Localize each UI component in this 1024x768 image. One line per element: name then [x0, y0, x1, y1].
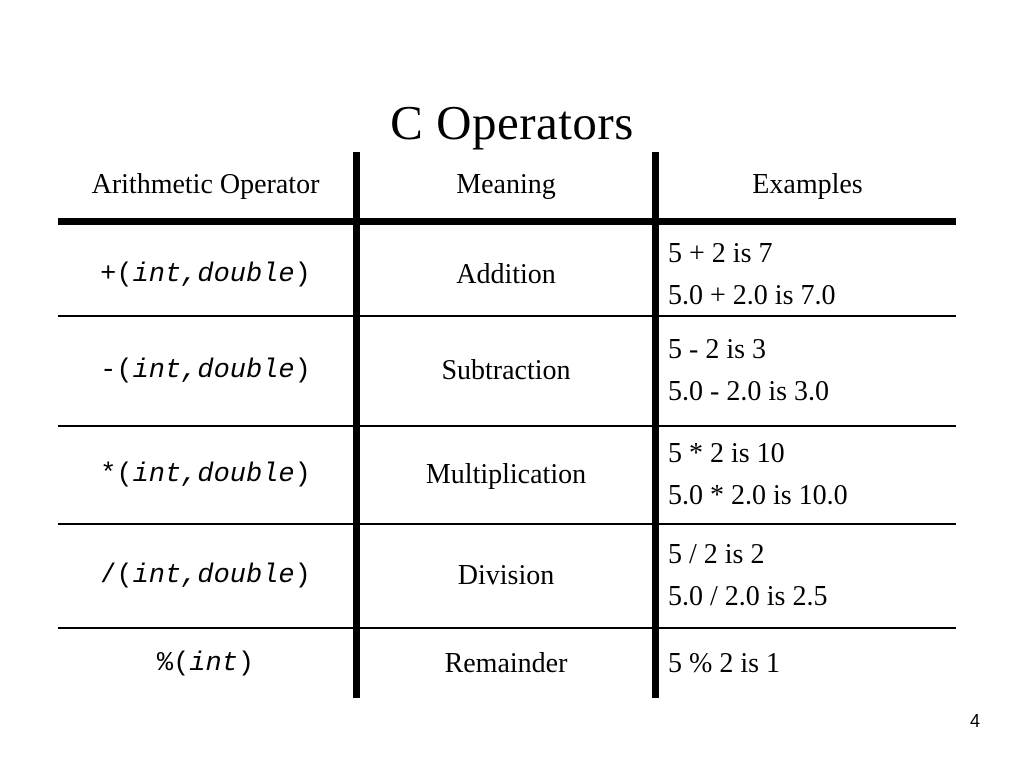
operator-types: int,double	[132, 356, 295, 386]
header-divider-rule	[58, 218, 956, 225]
table-row: -(int,double) Subtraction 5 - 2 is 3 5.0…	[58, 317, 956, 425]
cell-examples: 5 / 2 is 2 5.0 / 2.0 is 2.5	[659, 525, 956, 627]
operator-symbol: /(	[100, 561, 133, 591]
example-line-2: 5.0 + 2.0 is 7.0	[668, 280, 836, 311]
operator-types: int,double	[132, 460, 295, 490]
cell-operator: +(int,double)	[58, 225, 353, 325]
cell-examples: 5 - 2 is 3 5.0 - 2.0 is 3.0	[659, 317, 956, 425]
cell-meaning: Addition	[456, 259, 556, 290]
example-line-1: 5 / 2 is 2	[668, 539, 765, 570]
cell-meaning: Subtraction	[441, 355, 571, 386]
page-number: 4	[969, 711, 980, 731]
cell-operator: /(int,double)	[58, 525, 353, 627]
example-line-1: 5 % 2 is 1	[668, 647, 780, 679]
operator-symbol: *(	[100, 460, 133, 490]
table-row: *(int,double) Multiplication 5 * 2 is 10…	[58, 427, 956, 523]
operator-types: int,double	[132, 561, 295, 591]
row-separator	[58, 523, 956, 525]
example-line-1: 5 - 2 is 3	[668, 334, 766, 365]
operator-types: int	[189, 648, 238, 679]
page-title: C Operators	[390, 94, 634, 150]
operator-types: int,double	[132, 260, 295, 290]
operators-table: Arithmetic Operator Meaning Examples +(i…	[58, 152, 956, 698]
row-separator	[58, 425, 956, 427]
cell-operator: -(int,double)	[58, 317, 353, 425]
table-header-row: Arithmetic Operator Meaning Examples	[58, 152, 956, 218]
operator-close-paren: )	[294, 460, 311, 490]
cell-meaning: Division	[457, 560, 555, 591]
column-header-examples: Examples	[752, 169, 863, 200]
operator-symbol: +(	[100, 260, 133, 290]
column-header-meaning: Meaning	[456, 169, 556, 200]
cell-operator: *(int,double)	[58, 427, 353, 523]
cell-examples: 5 % 2 is 1	[659, 629, 956, 698]
example-line-2: 5.0 - 2.0 is 3.0	[668, 376, 829, 407]
operator-close-paren: )	[294, 561, 311, 591]
cell-meaning: Multiplication	[425, 459, 587, 490]
cell-examples: 5 * 2 is 10 5.0 * 2.0 is 10.0	[659, 427, 956, 523]
operator-close-paren: )	[294, 260, 311, 290]
table-row: +(int,double) Addition 5 + 2 is 7 5.0 + …	[58, 225, 956, 325]
example-line-2: 5.0 * 2.0 is 10.0	[668, 480, 848, 511]
table-row: /(int,double) Division 5 / 2 is 2 5.0 / …	[58, 525, 956, 627]
example-line-2: 5.0 / 2.0 is 2.5	[668, 581, 828, 612]
cell-examples: 5 + 2 is 7 5.0 + 2.0 is 7.0	[659, 225, 956, 325]
operator-symbol: %(	[156, 648, 190, 679]
row-separator	[58, 627, 956, 629]
table-row: %(int) Remainder 5 % 2 is 1	[58, 629, 956, 698]
cell-meaning: Remainder	[444, 647, 568, 679]
example-line-1: 5 * 2 is 10	[668, 438, 785, 469]
example-line-1: 5 + 2 is 7	[668, 238, 773, 269]
operator-symbol: -(	[100, 356, 133, 386]
operator-close-paren: )	[237, 648, 255, 679]
cell-operator: %(int)	[58, 629, 353, 698]
operator-close-paren: )	[294, 356, 311, 386]
row-separator	[58, 315, 956, 317]
column-header-arithmetic-operator: Arithmetic Operator	[91, 169, 320, 200]
